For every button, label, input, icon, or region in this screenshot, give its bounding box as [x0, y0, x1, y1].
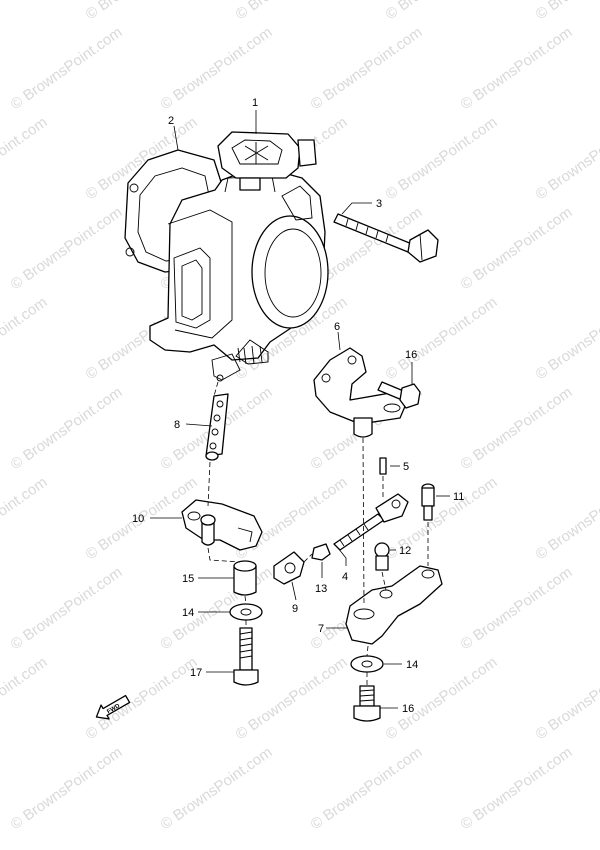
- callout-14-right: 14: [406, 659, 418, 671]
- watermark-text: © BrownsPoint.com: [308, 24, 426, 114]
- callout-6: 6: [334, 321, 340, 333]
- watermark-text: © BrownsPoint.com: [8, 24, 126, 114]
- callout-15: 15: [182, 573, 194, 585]
- callout-labels: 1 2 3 6 16 8 5 11 10 12 4 13 15 9 14 7 1…: [132, 97, 464, 715]
- bracket-part-6[interactable]: [313, 347, 407, 438]
- bolt-part-17[interactable]: [233, 627, 259, 686]
- watermark-text: © BrownsPoint.com: [533, 654, 600, 744]
- watermark-text: © BrownsPoint.com: [458, 384, 576, 474]
- callout-17: 17: [190, 667, 202, 679]
- watermark-text: © BrownsPoint.com: [383, 114, 501, 204]
- watermark-text: © BrownsPoint.com: [0, 474, 50, 564]
- bolt-part-16-top[interactable]: [377, 381, 421, 409]
- watermark-text: © BrownsPoint.com: [0, 654, 50, 744]
- callout-14-left: 14: [182, 607, 194, 619]
- lever-part-10[interactable]: [181, 499, 263, 551]
- bolt-part-16-bottom[interactable]: [353, 685, 381, 722]
- nut-part-13[interactable]: [311, 543, 331, 561]
- ball-joint-part-9[interactable]: [273, 551, 305, 585]
- callout-5: 5: [403, 461, 409, 473]
- leader-lines: [150, 110, 450, 709]
- callout-11: 11: [453, 491, 464, 503]
- callout-10: 10: [132, 513, 144, 525]
- washer-part-14-right[interactable]: [350, 655, 384, 673]
- callout-16-top: 16: [405, 349, 417, 361]
- watermark-text: © BrownsPoint.com: [0, 114, 50, 204]
- watermark-text: © BrownsPoint.com: [458, 204, 576, 294]
- callout-12: 12: [399, 545, 411, 557]
- pin-part-5[interactable]: [379, 457, 387, 475]
- callout-13: 13: [315, 583, 327, 595]
- collar-part-15[interactable]: [233, 560, 257, 596]
- watermark-text: © BrownsPoint.com: [383, 0, 501, 23]
- callout-4: 4: [342, 571, 348, 583]
- callout-1: 1: [252, 97, 258, 109]
- watermark-text: © BrownsPoint.com: [458, 744, 576, 834]
- watermark-text: © BrownsPoint.com: [533, 474, 600, 564]
- sensor-connector: [217, 131, 317, 191]
- watermark-text: © BrownsPoint.com: [533, 114, 600, 204]
- watermark-text: © BrownsPoint.com: [158, 744, 276, 834]
- watermark-text: © BrownsPoint.com: [8, 384, 126, 474]
- link-rod-part-8[interactable]: [205, 393, 229, 461]
- watermark-text: © BrownsPoint.com: [0, 0, 50, 23]
- watermark-text: © BrownsPoint.com: [383, 654, 501, 744]
- watermark-text: © BrownsPoint.com: [458, 564, 576, 654]
- washer-part-14-left[interactable]: [229, 603, 263, 621]
- watermark-text: © BrownsPoint.com: [458, 24, 576, 114]
- ball-stud-part-12[interactable]: [374, 542, 390, 571]
- watermark-text: © BrownsPoint.com: [83, 654, 201, 744]
- callout-8: 8: [174, 419, 180, 431]
- callout-16-bottom: 16: [402, 703, 414, 715]
- throttle-body-part-1[interactable]: [149, 171, 329, 382]
- front-direction-marker: FWD: [95, 694, 131, 720]
- callout-2: 2: [168, 115, 174, 127]
- watermark-text: © BrownsPoint.com: [533, 294, 600, 384]
- watermark-text: © BrownsPoint.com: [533, 0, 600, 23]
- watermark-text: © BrownsPoint.com: [383, 294, 501, 384]
- watermark-text: © BrownsPoint.com: [233, 0, 351, 23]
- callout-7: 7: [318, 623, 324, 635]
- watermark-text: © BrownsPoint.com: [308, 744, 426, 834]
- watermark-text: © BrownsPoint.com: [83, 0, 201, 23]
- assembly-lines: [207, 381, 429, 686]
- watermark-text: © BrownsPoint.com: [8, 564, 126, 654]
- callout-9: 9: [292, 603, 298, 615]
- watermark-text: © BrownsPoint.com: [8, 744, 126, 834]
- watermark-text: © BrownsPoint.com: [0, 294, 50, 384]
- stud-part-11[interactable]: [421, 483, 435, 521]
- bolt-part-3[interactable]: [333, 213, 439, 263]
- watermark-text: © BrownsPoint.com: [8, 204, 126, 294]
- callout-3: 3: [376, 198, 382, 210]
